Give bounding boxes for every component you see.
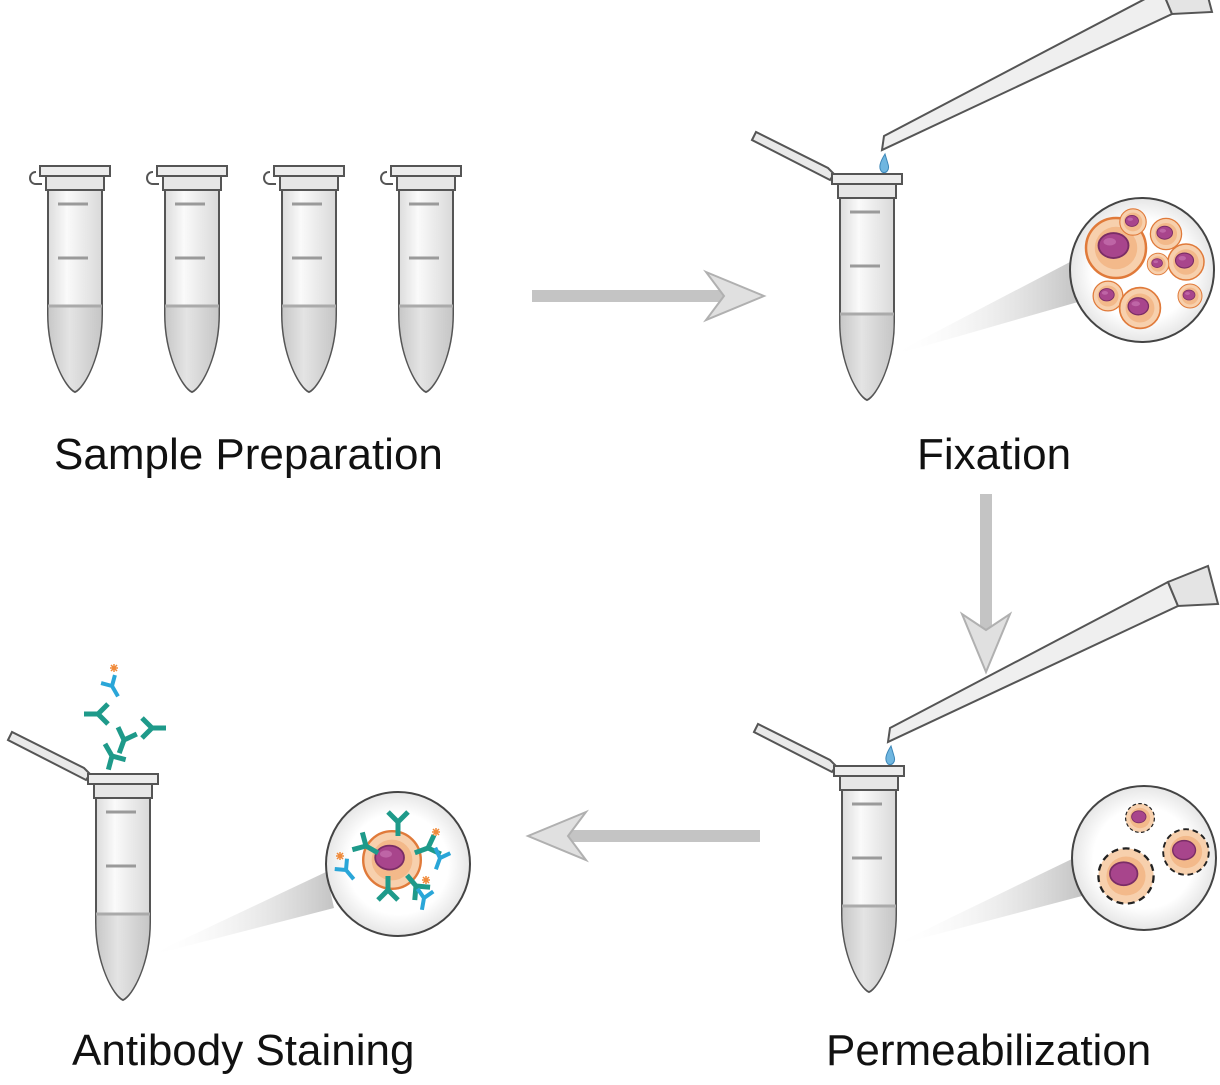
flow-arrow-icon <box>525 809 760 863</box>
pipette-icon <box>884 565 1219 766</box>
microcentrifuge-tube-icon <box>381 166 461 392</box>
magnified-cells-icon <box>1071 785 1217 931</box>
step-label-permeabilization: Permeabilization <box>826 1026 1152 1075</box>
microcentrifuge-tube-icon <box>30 166 110 392</box>
magnifier-beam <box>892 858 1082 946</box>
microcentrifuge-tube-icon <box>264 166 344 392</box>
sample-preparation-group <box>30 166 461 392</box>
step-label-sample-preparation: Sample Preparation <box>54 430 443 479</box>
flow-arrow-icon <box>532 269 767 323</box>
antibody-staining-group <box>8 663 471 1000</box>
microcentrifuge-tube-icon <box>752 132 902 400</box>
flow-arrow-icon <box>959 494 1013 675</box>
permeabilization-group <box>754 565 1219 992</box>
microcentrifuge-tube-icon <box>147 166 227 392</box>
microcentrifuge-tube-icon <box>754 724 904 992</box>
microcentrifuge-tube-icon <box>8 732 158 1000</box>
step-label-antibody-staining: Antibody Staining <box>72 1026 415 1075</box>
fixation-group <box>752 0 1215 400</box>
step-label-fixation: Fixation <box>917 430 1072 479</box>
magnified-cells-icon <box>325 791 471 937</box>
magnifier-beam <box>148 872 334 956</box>
magnifier-beam <box>890 262 1078 356</box>
antibody-icon <box>84 663 166 770</box>
pipette-icon <box>878 0 1213 174</box>
magnified-cells-icon <box>1069 197 1215 343</box>
